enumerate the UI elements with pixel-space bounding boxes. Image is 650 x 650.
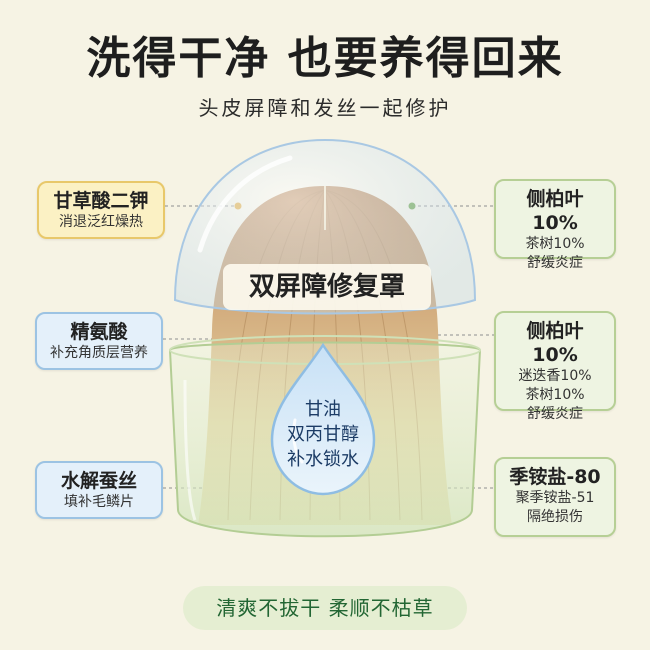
droplet-line: 补水锁水 (287, 449, 359, 470)
droplet-line: 双丙甘醇 (287, 424, 359, 445)
dome-label: 双屏障修复罩 (223, 264, 431, 310)
card-line: 迷迭香10% (518, 368, 592, 384)
left-card-arginine: 精氨酸 补充角质层营养 (35, 312, 163, 370)
card-line: 茶树10% (525, 387, 585, 403)
card-line: 舒缓炎症 (527, 406, 583, 422)
card-heading: 侧柏叶10% (526, 188, 584, 234)
card-heading: 精氨酸 (70, 321, 128, 343)
card-desc: 填补毛鳞片 (64, 494, 134, 510)
droplet-text: 甘油 双丙甘醇 补水锁水 (262, 397, 384, 472)
right-card-2: 侧柏叶10% 迷迭香10% 茶树10% 舒缓炎症 (494, 311, 616, 422)
droplet-line: 甘油 (305, 399, 341, 420)
card-line: 舒缓炎症 (527, 255, 583, 271)
card-heading: 水解蚕丝 (60, 470, 137, 492)
card-heading: 侧柏叶10% (526, 320, 584, 366)
page-title: 洗得干净 也要养得回来 (86, 33, 564, 84)
card-line: 茶树10% (525, 236, 585, 252)
left-card-silk: 水解蚕丝 填补毛鳞片 (35, 461, 163, 519)
card-line: 聚季铵盐-51 (515, 490, 595, 506)
left-card-licorice: 甘草酸二钾 消退泛红燥热 (37, 181, 165, 239)
page-subtitle: 头皮屏障和发丝一起修护 (198, 96, 452, 120)
card-desc: 补充角质层营养 (50, 345, 148, 361)
card-desc: 消退泛红燥热 (59, 214, 143, 230)
right-card-1: 侧柏叶10% 茶树10% 舒缓炎症 (494, 179, 616, 271)
card-heading: 季铵盐-80 (509, 466, 601, 488)
bottom-benefit-pill: 清爽不拔干 柔顺不枯草 (183, 586, 467, 630)
card-heading: 甘草酸二钾 (53, 190, 149, 212)
right-card-3: 季铵盐-80 聚季铵盐-51 隔绝损伤 (494, 457, 616, 537)
card-line: 隔绝损伤 (527, 509, 583, 525)
